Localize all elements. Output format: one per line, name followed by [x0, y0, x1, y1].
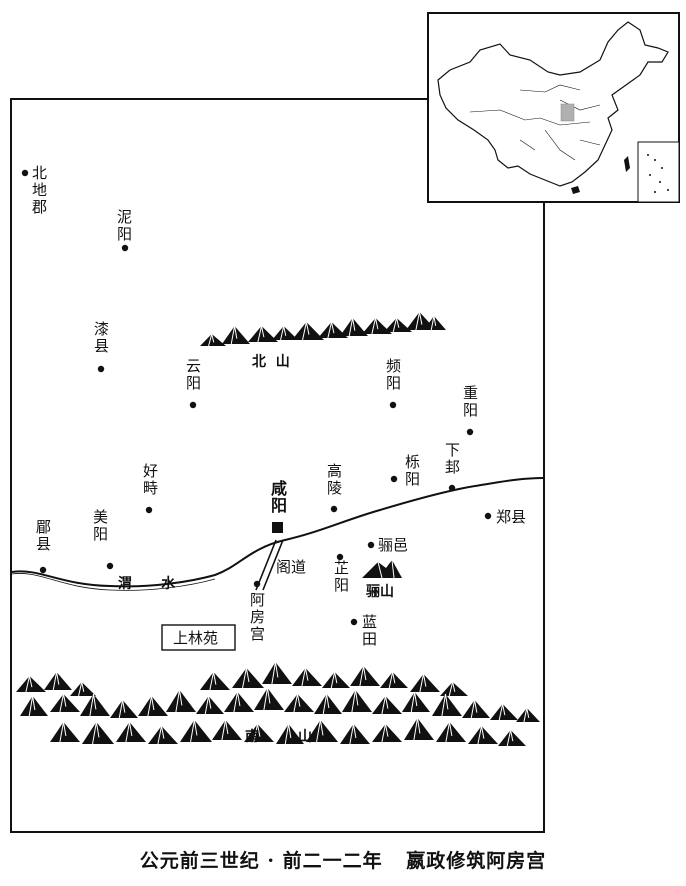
- settlement-dot-icon: [448, 484, 456, 492]
- china-outline: [437, 21, 669, 187]
- label-yunyang: 云阳: [186, 357, 201, 392]
- south-mountains: [16, 661, 540, 747]
- label-meixian: 郿县: [36, 518, 51, 553]
- settlement-dot-icon: [390, 475, 398, 483]
- settlement-dot-icon: [466, 428, 474, 436]
- label-xianyang: 咸阳: [271, 479, 287, 515]
- label-zhengxian: 郑县: [496, 508, 526, 526]
- caption-title: 嬴政修筑阿房宫: [406, 850, 547, 872]
- label-meiyang: 美阳: [93, 508, 108, 543]
- taiwan-island: [624, 156, 630, 172]
- map-caption: 公元前三世纪 · 前二一二年 嬴政修筑阿房宫: [0, 846, 686, 873]
- wei-river: [11, 477, 545, 588]
- label-xiagui: 下邽: [445, 441, 460, 476]
- shaanxi-highlight: [560, 103, 575, 122]
- settlement-dot-icon: [389, 401, 397, 409]
- south-sea-inset: [637, 141, 680, 203]
- lishan-mountain: [362, 559, 402, 579]
- settlement-dot-icon: [350, 618, 358, 626]
- settlement-dot-icon: [336, 553, 344, 561]
- settlement-dot-icon: [253, 580, 261, 588]
- label-liyi: 骊邑: [378, 536, 408, 554]
- wei-river-lower: [11, 573, 216, 591]
- north-mountains: [200, 311, 446, 347]
- label-gedao: 阁道: [276, 558, 306, 576]
- settlement-dot-icon: [330, 505, 338, 513]
- settlement-dot-icon: [145, 506, 153, 514]
- label-lantian: 蓝田: [362, 613, 377, 648]
- settlement-dot-icon: [97, 365, 105, 373]
- inset-map-china: [427, 12, 680, 203]
- label-haozhi: 好畤: [143, 462, 158, 497]
- settlement-dot-icon: [367, 541, 375, 549]
- map-frame: [10, 98, 545, 833]
- label-zhiyang: 芷阳: [334, 559, 349, 594]
- hainan-island: [571, 186, 580, 194]
- gedao-line-b: [262, 539, 284, 591]
- caption-era: 公元前三世纪 · 前二一二年: [139, 850, 383, 872]
- settlement-dot-icon: [484, 512, 492, 520]
- inset-frame: [427, 12, 680, 203]
- label-shanglinyuan: 上林苑: [173, 629, 218, 647]
- shanglinyuan-box: [161, 624, 236, 651]
- label-pinyang: 频阳: [386, 357, 401, 392]
- label-chongyang: 重阳: [463, 384, 478, 419]
- province-lines: [469, 84, 601, 161]
- label-beishan: 北 山: [252, 354, 290, 370]
- label-lishan: 骊山: [366, 584, 394, 600]
- label-niyang: 泥阳: [117, 208, 132, 243]
- settlement-dot-icon: [106, 562, 114, 570]
- label-beidijun: 北地郡: [32, 164, 47, 216]
- label-nanshan: 南 山: [245, 728, 312, 745]
- settlement-dot-icon: [121, 244, 129, 252]
- settlement-dot-icon: [189, 401, 197, 409]
- south-sea-islands: [647, 154, 669, 193]
- label-gaoling: 高陵: [327, 462, 342, 497]
- gedao-line-a: [255, 539, 277, 591]
- label-qixian: 漆县: [94, 320, 109, 355]
- label-yueyang: 栎阳: [405, 453, 420, 488]
- settlement-dots: [21, 169, 492, 626]
- capital-square-icon: [272, 522, 283, 533]
- settlement-dot-icon: [39, 566, 47, 574]
- settlement-dot-icon: [21, 169, 29, 177]
- label-weishui: 渭 水: [118, 575, 176, 592]
- label-epanggong: 阿房宫: [250, 591, 265, 643]
